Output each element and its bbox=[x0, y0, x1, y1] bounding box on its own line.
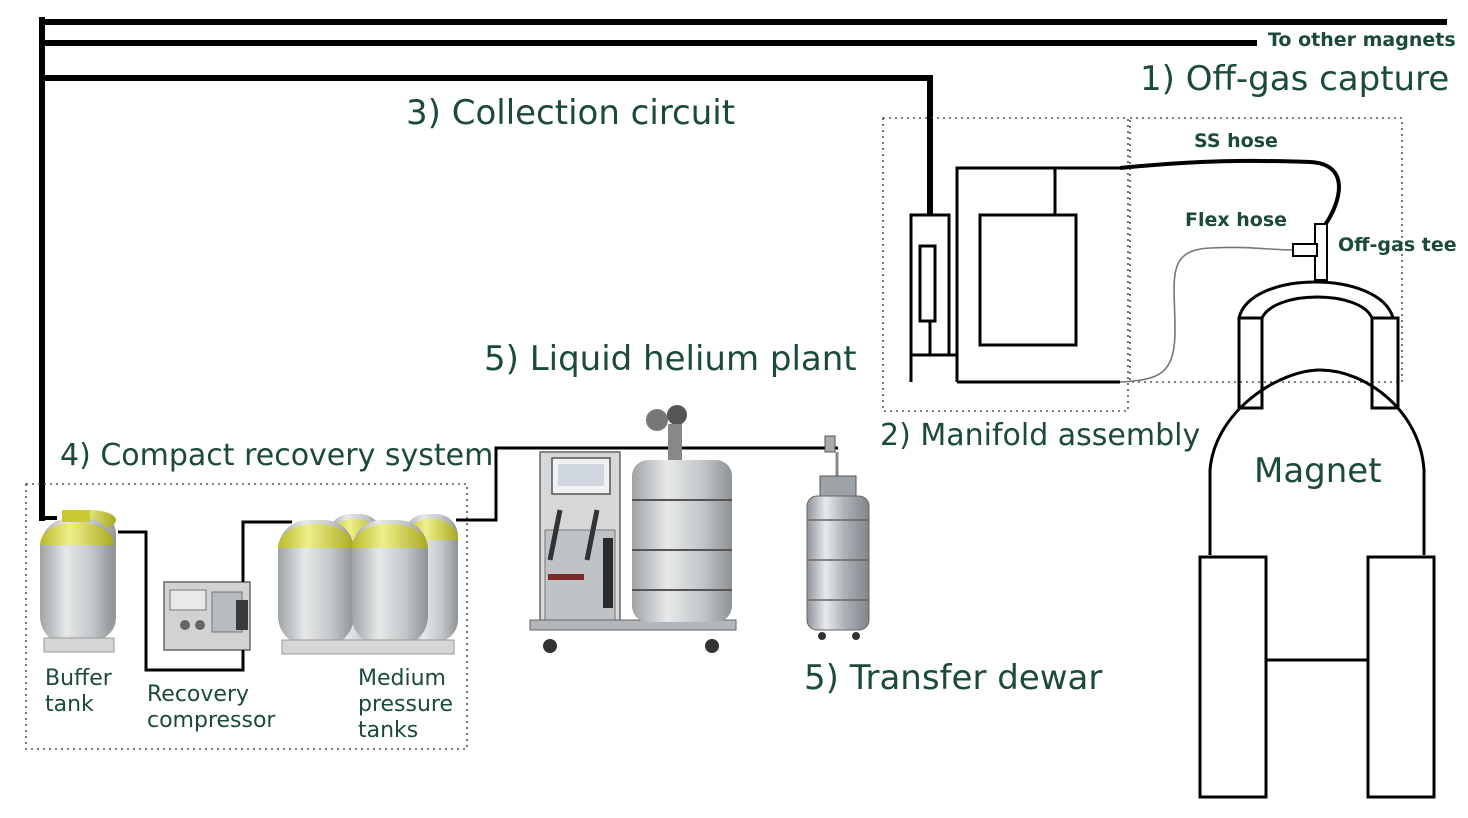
compact-recovery-system-label: 4) Compact recovery system bbox=[60, 438, 494, 473]
recovery-piping bbox=[118, 446, 838, 672]
manifold-assembly-label: 2) Manifold assembly bbox=[880, 418, 1201, 453]
medium-pressure-tanks-label: Medium pressure tanks bbox=[358, 666, 454, 743]
header-end-marker bbox=[1250, 40, 1256, 46]
transfer-dewar bbox=[806, 452, 870, 640]
magnet-label: Magnet bbox=[1254, 451, 1382, 491]
medium-pressure-tanks bbox=[278, 514, 458, 655]
off-gas-capture-label: 1) Off-gas capture bbox=[1140, 59, 1450, 99]
manifold-drawing bbox=[909, 118, 1120, 384]
off-gas-tee-label: Off-gas tee bbox=[1338, 234, 1457, 256]
ss-hose bbox=[1119, 158, 1341, 227]
off-gas-capture-box bbox=[1129, 117, 1403, 383]
off-gas-tee bbox=[1292, 223, 1328, 281]
buffer-tank bbox=[40, 510, 116, 653]
recovery-compressor bbox=[163, 581, 251, 651]
collection-circuit-label: 3) Collection circuit bbox=[406, 93, 736, 133]
compact-recovery-box bbox=[25, 483, 468, 750]
ss-hose-label: SS hose bbox=[1194, 130, 1278, 152]
manifold-chamber bbox=[978, 213, 1078, 347]
branch-pipe-to-manifold bbox=[39, 75, 933, 121]
flex-hose bbox=[1119, 246, 1295, 383]
transfer-dewar-label: 5) Transfer dewar bbox=[804, 658, 1103, 698]
liquid-helium-plant bbox=[529, 405, 836, 653]
flex-hose-label: Flex hose bbox=[1185, 209, 1288, 231]
manifold-valve-inner bbox=[918, 244, 937, 323]
collection-pipes bbox=[39, 17, 1447, 521]
magnet-drawing bbox=[1198, 280, 1436, 799]
recovery-compressor-label: Recovery compressor bbox=[147, 682, 276, 733]
riser-inlet bbox=[40, 510, 57, 520]
to-other-magnets-label: To other magnets bbox=[1268, 29, 1456, 51]
manifold-assembly-box bbox=[882, 117, 1129, 412]
buffer-tank-label: Buffer tank bbox=[45, 666, 112, 717]
liquid-helium-plant-label: 5) Liquid helium plant bbox=[484, 339, 857, 379]
